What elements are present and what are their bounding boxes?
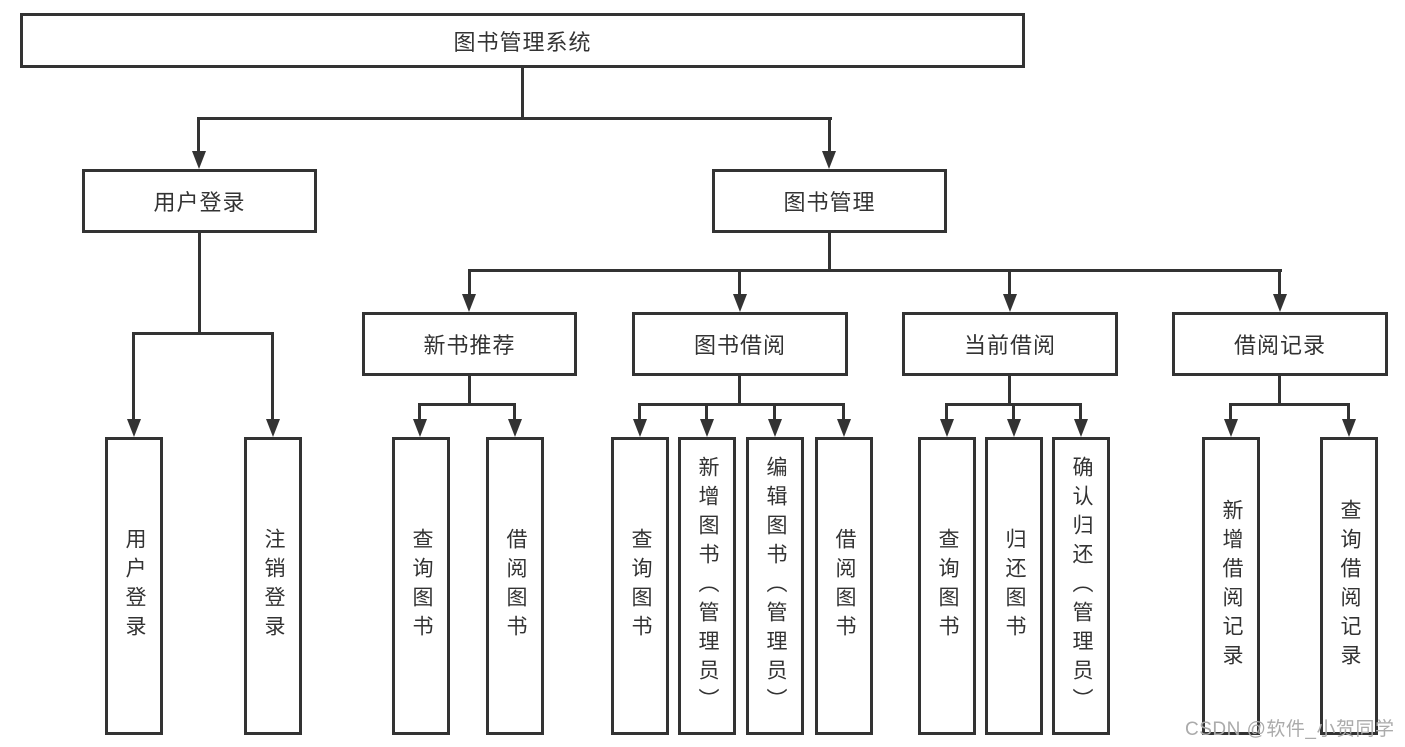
leaf-add-borrow-record: 新增借阅记录 — [1202, 437, 1260, 735]
arrow-head — [266, 419, 280, 437]
connector-line — [1278, 269, 1281, 296]
node-current-borrow-label: 当前借阅 — [963, 333, 1056, 358]
connector-line — [468, 376, 471, 406]
arrow-head — [1074, 419, 1088, 437]
leaf-user-login: 用户登录 — [105, 437, 163, 735]
connector-line — [468, 269, 1282, 272]
leaf-add-book-admin: 新增图书（管理员） — [678, 437, 736, 735]
node-root-label: 图书管理系统 — [453, 29, 592, 55]
connector-line — [132, 332, 135, 420]
leaf-query-books-recommend-label: 查询图书 — [410, 528, 433, 644]
leaf-add-book-admin-label: 新增图书（管理员） — [696, 455, 719, 717]
node-book-management-label: 图书管理 — [783, 190, 876, 215]
leaf-query-books-current: 查询图书 — [918, 437, 976, 735]
leaf-query-borrow-record: 查询借阅记录 — [1320, 437, 1378, 735]
node-new-book-recommend: 新书推荐 — [362, 312, 577, 376]
arrow-head — [508, 419, 522, 437]
leaf-return-book: 归还图书 — [985, 437, 1043, 735]
connector-line — [773, 403, 776, 420]
node-book-borrow-label: 图书借阅 — [693, 333, 786, 358]
connector-line — [197, 117, 200, 152]
leaf-borrow-books-recommend: 借阅图书 — [486, 437, 544, 735]
connector-line — [271, 332, 274, 420]
leaf-logout-label: 注销登录 — [262, 528, 285, 644]
leaf-query-books-borrow-label: 查询图书 — [629, 528, 652, 644]
leaf-edit-book-admin-label: 编辑图书（管理员） — [764, 455, 787, 717]
connector-line — [638, 403, 641, 420]
connector-line — [513, 403, 516, 420]
connector-line — [1079, 403, 1082, 420]
arrow-head — [837, 419, 851, 437]
arrow-head — [700, 419, 714, 437]
leaf-user-login-label: 用户登录 — [123, 528, 146, 644]
connector-line — [705, 403, 708, 420]
node-current-borrow: 当前借阅 — [902, 312, 1118, 376]
node-user-login-label: 用户登录 — [153, 190, 246, 215]
connector-line — [521, 68, 524, 119]
connector-line — [197, 117, 832, 120]
connector-line — [418, 403, 421, 420]
connector-line — [738, 269, 741, 296]
node-borrow-records-label: 借阅记录 — [1233, 333, 1326, 358]
connector-line — [1012, 403, 1015, 420]
arrow-head — [633, 419, 647, 437]
leaf-confirm-return-admin: 确认归还（管理员） — [1052, 437, 1110, 735]
connector-line — [1008, 269, 1011, 296]
arrow-head — [1342, 419, 1356, 437]
connector-line — [828, 233, 831, 272]
leaf-query-borrow-record-label: 查询借阅记录 — [1338, 499, 1361, 673]
leaf-confirm-return-admin-label: 确认归还（管理员） — [1070, 455, 1093, 717]
connector-line — [842, 403, 845, 420]
leaf-query-books-recommend: 查询图书 — [392, 437, 450, 735]
node-book-borrow: 图书借阅 — [632, 312, 848, 376]
leaf-query-books-current-label: 查询图书 — [936, 528, 959, 644]
leaf-borrow-books-label: 借阅图书 — [833, 528, 856, 644]
connector-line — [1278, 376, 1281, 406]
csdn-watermark: CSDN @软件_小贺同学 — [1185, 719, 1395, 740]
connector-line — [1229, 403, 1350, 406]
node-borrow-records: 借阅记录 — [1172, 312, 1388, 376]
arrow-head — [1224, 419, 1238, 437]
arrow-head — [127, 419, 141, 437]
connector-line — [638, 403, 845, 406]
connector-line — [1347, 403, 1350, 420]
node-new-book-recommend-label: 新书推荐 — [423, 333, 516, 358]
leaf-borrow-books: 借阅图书 — [815, 437, 873, 735]
arrow-head — [768, 419, 782, 437]
leaf-edit-book-admin: 编辑图书（管理员） — [746, 437, 804, 735]
leaf-borrow-books-recommend-label: 借阅图书 — [504, 528, 527, 644]
node-user-login: 用户登录 — [82, 169, 317, 233]
connector-line — [738, 376, 741, 406]
node-root: 图书管理系统 — [20, 13, 1025, 68]
leaf-return-book-label: 归还图书 — [1003, 528, 1026, 644]
connector-line — [945, 403, 948, 420]
node-book-management: 图书管理 — [712, 169, 947, 233]
arrow-head — [1003, 294, 1017, 312]
arrow-head — [822, 151, 836, 169]
connector-line — [468, 269, 471, 296]
connector-line — [828, 117, 831, 152]
connector-line — [1229, 403, 1232, 420]
connector-line — [418, 403, 516, 406]
arrow-head — [1007, 419, 1021, 437]
leaf-add-borrow-record-label: 新增借阅记录 — [1220, 499, 1243, 673]
arrow-head — [413, 419, 427, 437]
connector-line — [1008, 376, 1011, 406]
leaf-logout: 注销登录 — [244, 437, 302, 735]
connector-line — [198, 233, 201, 335]
arrow-head — [1273, 294, 1287, 312]
arrow-head — [733, 294, 747, 312]
leaf-query-books-borrow: 查询图书 — [611, 437, 669, 735]
connector-line — [132, 332, 274, 335]
arrow-head — [940, 419, 954, 437]
arrow-head — [192, 151, 206, 169]
arrow-head — [462, 294, 476, 312]
